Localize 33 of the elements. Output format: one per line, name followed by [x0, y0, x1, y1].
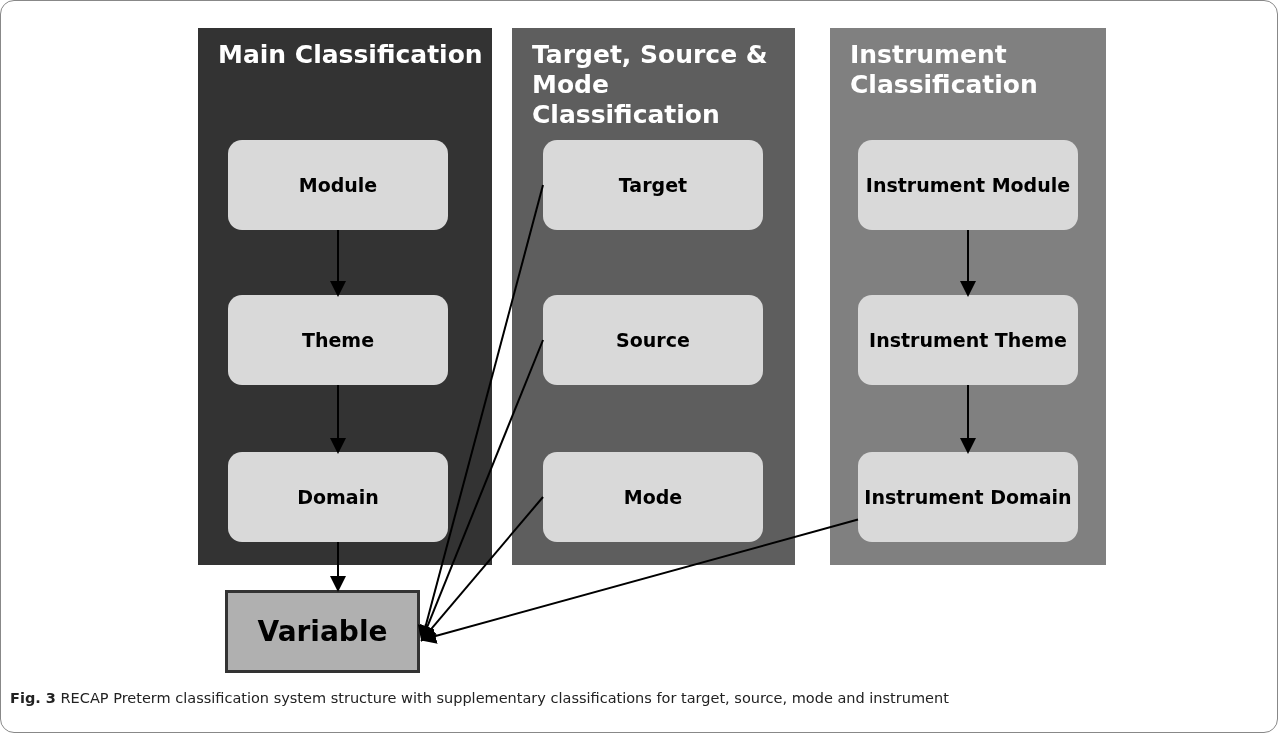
box-label: Instrument Theme: [869, 329, 1067, 351]
category-box: [228, 452, 448, 542]
panel-heading: Main Classification: [218, 40, 484, 70]
classification-panel: [512, 28, 795, 565]
category-box: [543, 140, 763, 230]
panel-heading: Instrument Classification: [850, 40, 1039, 100]
arrow: [960, 229, 976, 297]
variable-box: [225, 590, 420, 673]
category-box: [858, 295, 1078, 385]
box-label: Source: [616, 329, 690, 351]
figure-caption: Fig. 3 RECAP Preterm classification system structure with supplementary classifications for target, source, mode and instrument: [10, 690, 949, 706]
classification-panel: [830, 28, 1106, 565]
arrow: [420, 518, 859, 644]
category-box: [543, 452, 763, 542]
panel-heading: Target, Source & Mode Classification: [532, 40, 769, 130]
box-label: Theme: [301, 329, 375, 351]
box-label: Target: [618, 174, 688, 196]
box-label: Module: [298, 174, 378, 196]
category-box: [228, 295, 448, 385]
box-label: Domain: [297, 486, 379, 508]
arrow: [330, 229, 346, 297]
arrow: [330, 384, 346, 454]
box-label: Instrument Module: [865, 174, 1071, 196]
box-label: Mode: [623, 486, 683, 508]
arrow: [330, 541, 346, 592]
box-label: Variable: [257, 615, 388, 648]
classification-panel: [198, 28, 492, 565]
category-box: [543, 295, 763, 385]
box-label: Instrument Domain: [864, 486, 1072, 508]
category-box: [228, 140, 448, 230]
category-box: [858, 140, 1078, 230]
arrow: [960, 384, 976, 454]
category-box: [858, 452, 1078, 542]
